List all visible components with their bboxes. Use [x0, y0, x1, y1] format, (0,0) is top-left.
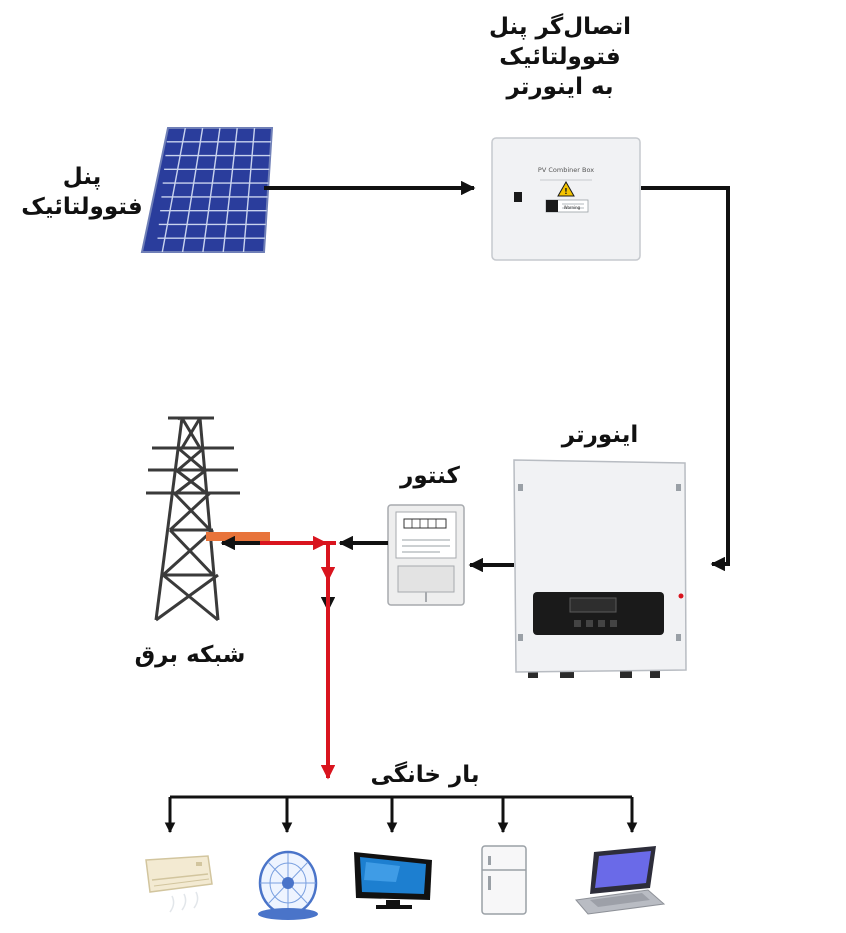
refrigerator-icon [481, 845, 527, 915]
svg-text:!: ! [564, 187, 568, 196]
label-pv-panel: پنل فتوولتائیک [21, 164, 143, 220]
combiner-box-title: PV Combiner Box [538, 166, 594, 174]
transmission-tower-icon [146, 416, 240, 622]
tower-connection-stub [206, 532, 270, 541]
inverter-icon [513, 459, 687, 678]
combiner-warning-text: Warning [564, 205, 581, 210]
label-combiner-box: اتصال‌گر پنل فتوولتائیک به اینورتر [488, 14, 632, 100]
fan-icon [258, 850, 318, 920]
arrow-combiner-to-inverter [641, 186, 730, 572]
label-meter: کنتور [400, 463, 460, 489]
energy-meter-icon [387, 504, 465, 606]
load-distribution-lines [164, 795, 638, 834]
laptop-icon [575, 846, 666, 915]
solar-panel-icon [140, 127, 274, 253]
label-inverter: اینورتر [561, 422, 639, 448]
combiner-box-icon: ! PV Combiner Box Warning [491, 137, 641, 261]
air-conditioner-icon [145, 855, 213, 913]
label-grid: شبکه برق [134, 642, 246, 668]
dc-connection-lines [264, 180, 730, 612]
television-icon [354, 852, 432, 909]
label-household-load: بار خانگی [370, 762, 480, 788]
